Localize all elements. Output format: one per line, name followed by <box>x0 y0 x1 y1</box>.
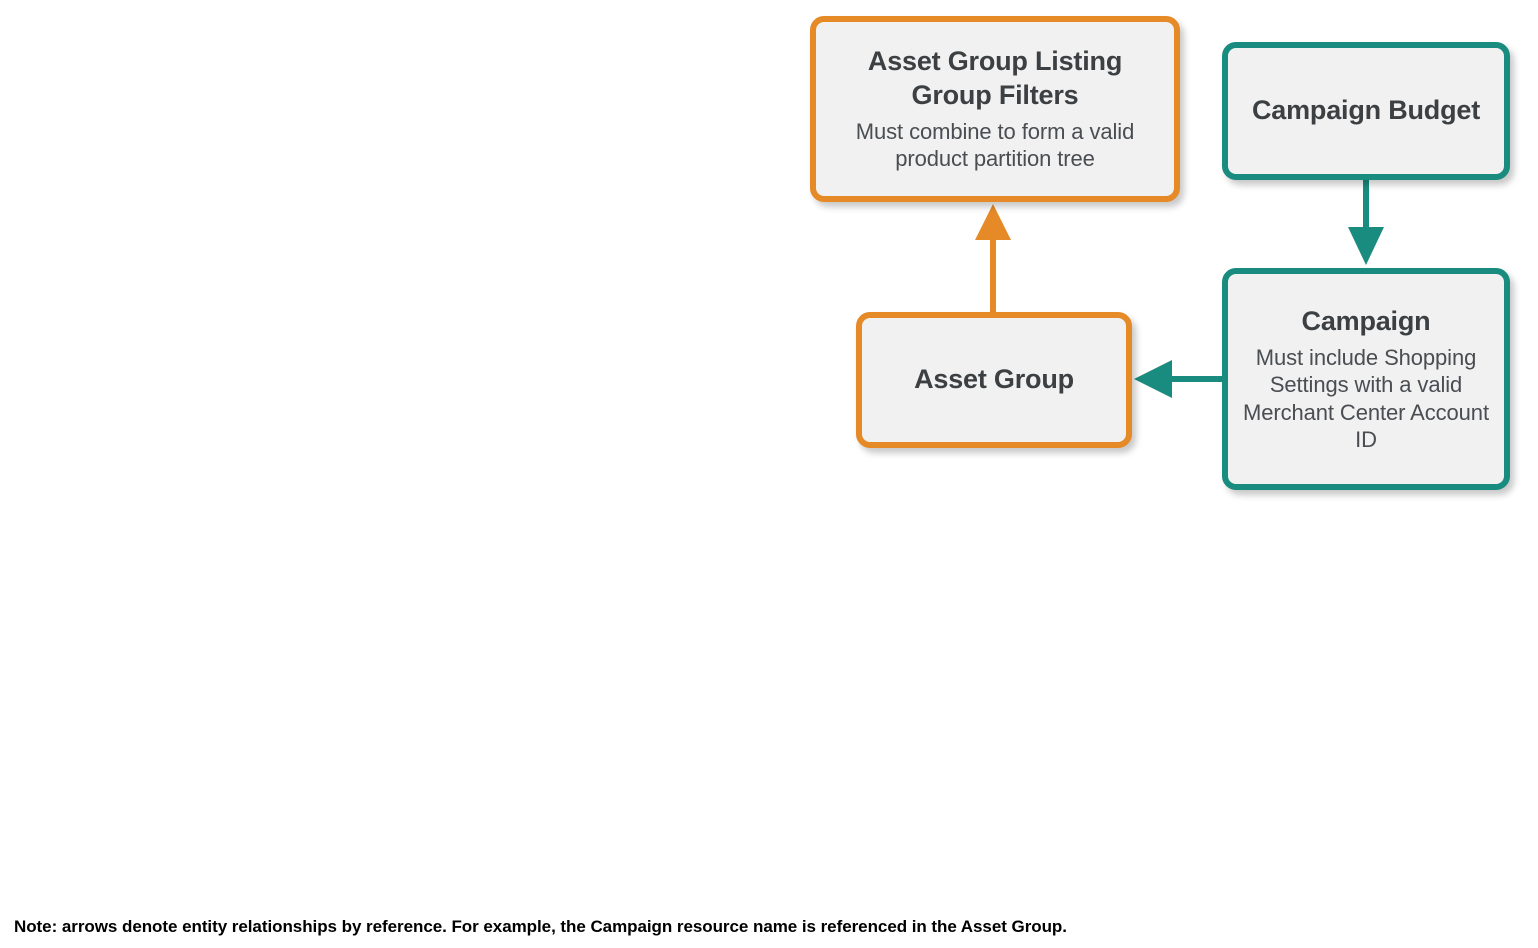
edge-campaign-budget-to-campaign <box>1348 180 1384 265</box>
footer-note: Note: arrows denote entity relationships… <box>14 917 1067 936</box>
node-description: Must combine to form a valid product par… <box>855 119 1135 172</box>
node-campaign[interactable]: Campaign Must include Shopping Settings … <box>1222 268 1510 490</box>
node-asset-group-listing-group-filters[interactable]: Asset Group Listing Group Filters Must c… <box>810 16 1180 202</box>
node-description: Must include Shopping Settings with a va… <box>1243 345 1489 452</box>
arrowhead-down-icon <box>1348 227 1384 265</box>
arrowhead-up-icon <box>975 204 1011 240</box>
node-title: Asset Group <box>914 364 1074 395</box>
node-campaign-budget[interactable]: Campaign Budget <box>1222 42 1510 180</box>
node-title: Campaign <box>1301 305 1431 336</box>
node-title: Asset Group Listing Group Filters <box>867 46 1123 110</box>
arrowhead-left-icon <box>1134 360 1172 398</box>
node-title: Campaign Budget <box>1251 95 1480 126</box>
edge-campaign-to-asset-group <box>1134 360 1224 398</box>
edge-asset-group-to-listing-group-filters <box>975 204 1011 312</box>
node-asset-group[interactable]: Asset Group <box>856 312 1132 448</box>
